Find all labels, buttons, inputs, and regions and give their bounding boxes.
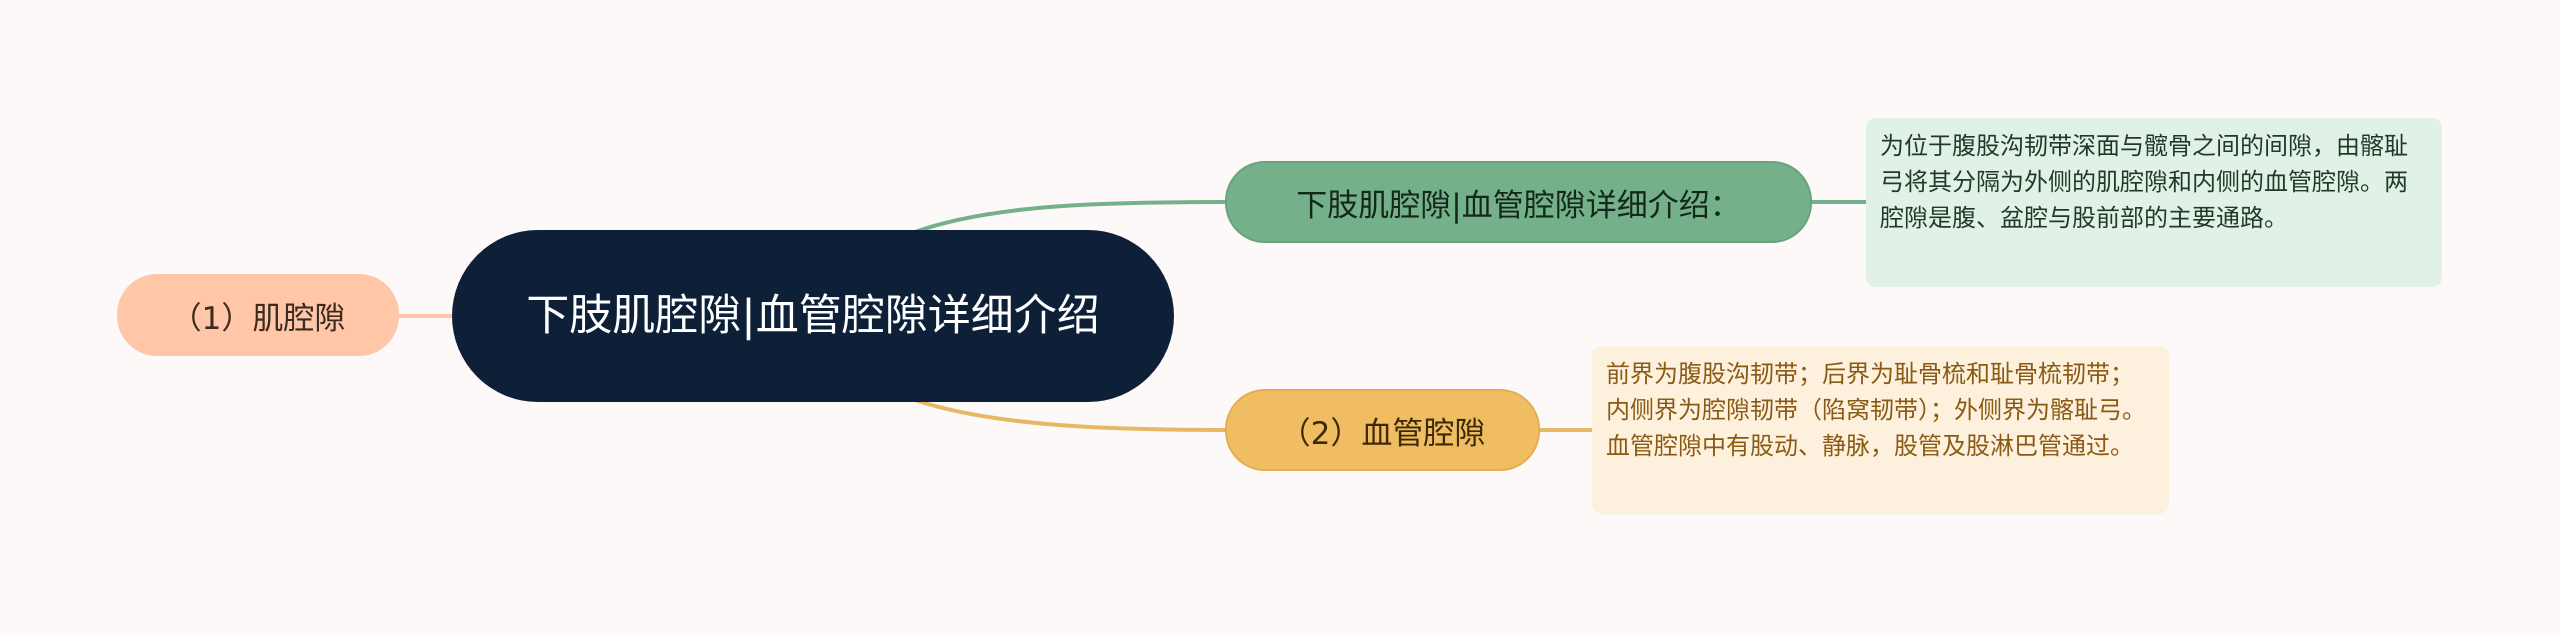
detail-note-vascular-lacuna[interactable]: 前界为腹股沟韧带；后界为耻骨梳和耻骨梳韧带；内侧界为腔隙韧带（陷窝韧带）；外侧界… [1592, 346, 2169, 514]
connector-root-top [914, 200, 1226, 234]
branch-node-muscle-lacuna[interactable]: （1）肌腔隙 [117, 274, 399, 356]
branch-node-vascular-lacuna[interactable]: （2）血管腔隙 [1225, 389, 1540, 471]
detail-note-text: 为位于腹股沟韧带深面与髋骨之间的间隙，由髂耻弓将其分隔为外侧的肌腔隙和内侧的血管… [1880, 132, 2408, 232]
root-node[interactable]: 下肢肌腔隙|血管腔隙详细介绍 [452, 230, 1174, 402]
connector-root-bottom [914, 398, 1226, 432]
branch-node-label: （2）血管腔隙 [1279, 415, 1486, 452]
branch-node-overview[interactable]: 下肢肌腔隙|血管腔隙详细介绍： [1225, 161, 1812, 243]
root-node-label: 下肢肌腔隙|血管腔隙详细介绍 [526, 291, 1100, 341]
branch-node-label: （1）肌腔隙 [170, 300, 346, 337]
branch-node-label: 下肢肌腔隙|血管腔隙详细介绍： [1296, 187, 1741, 224]
detail-note-text: 前界为腹股沟韧带；后界为耻骨梳和耻骨梳韧带；内侧界为腔隙韧带（陷窝韧带）；外侧界… [1606, 360, 2146, 460]
detail-note-overview[interactable]: 为位于腹股沟韧带深面与髋骨之间的间隙，由髂耻弓将其分隔为外侧的肌腔隙和内侧的血管… [1866, 118, 2442, 287]
